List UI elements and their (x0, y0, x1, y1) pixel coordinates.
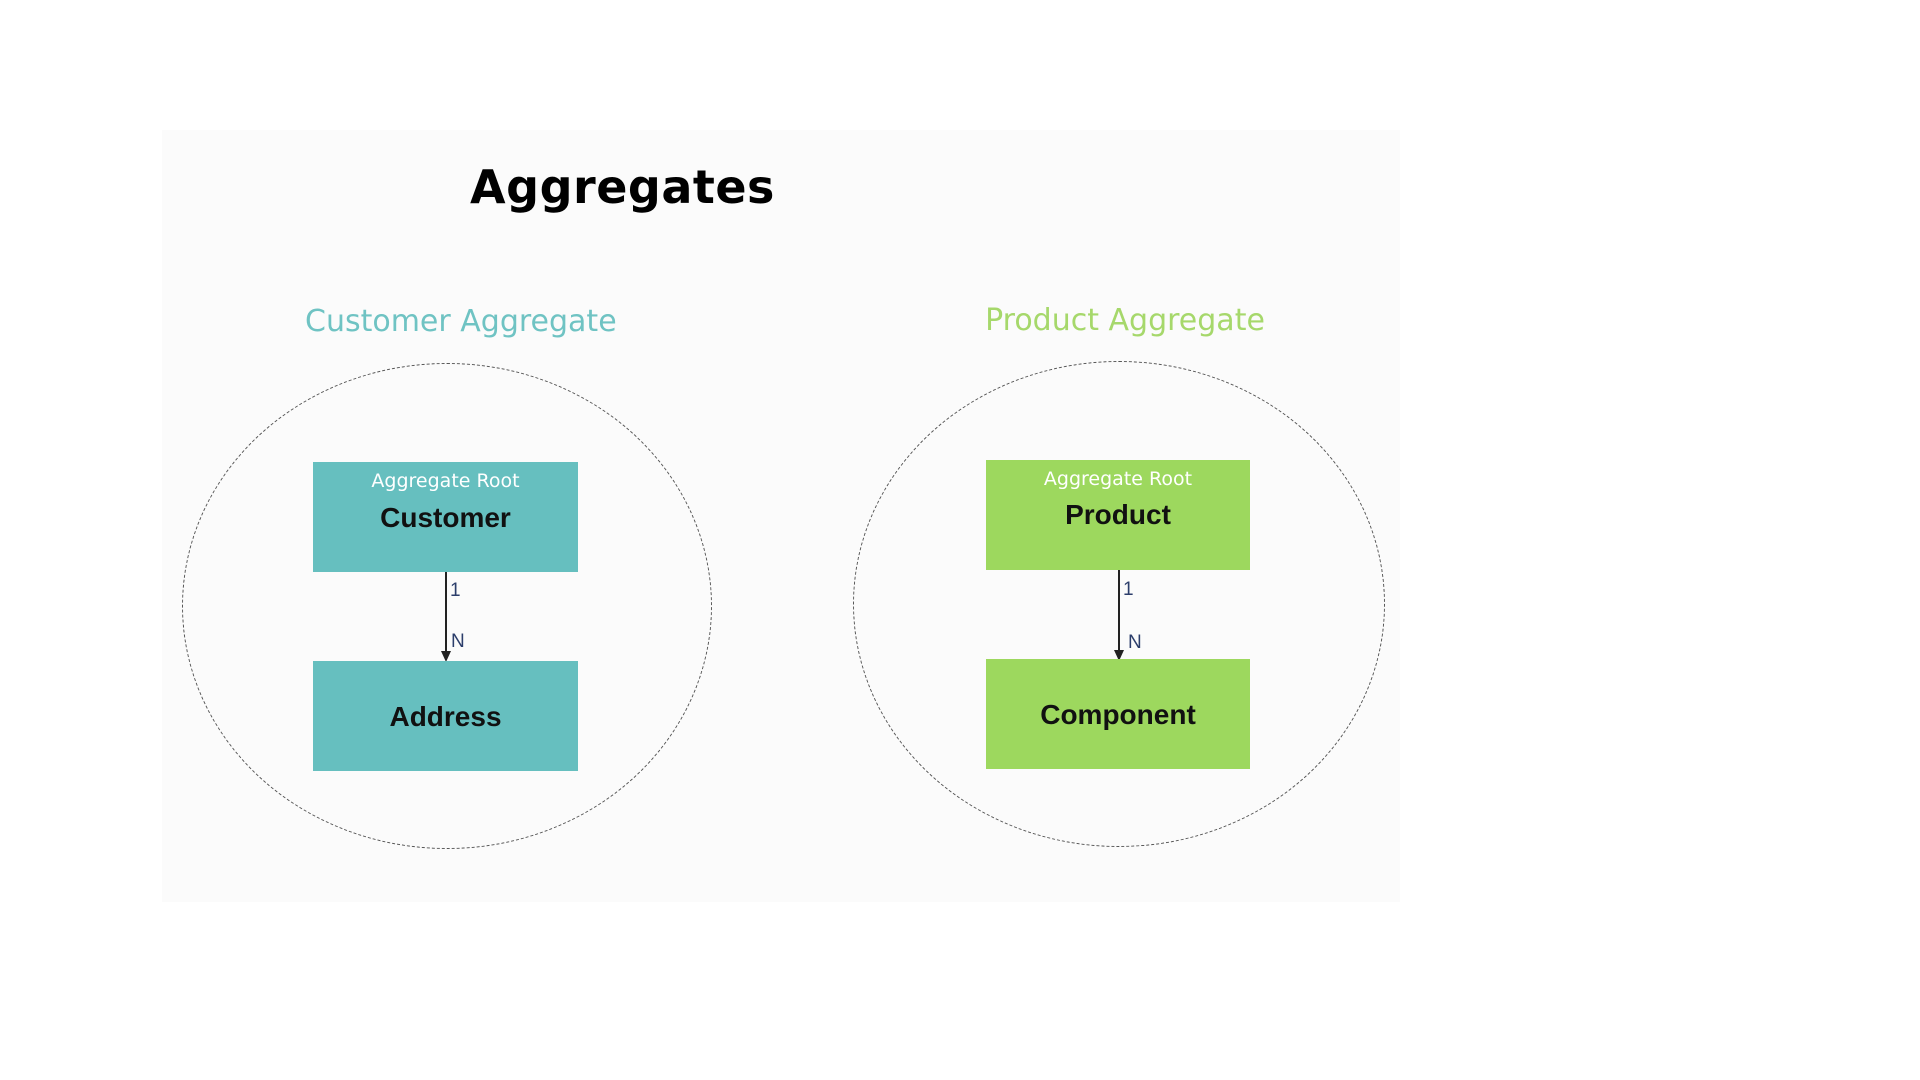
address-entity-box: Address (313, 661, 578, 771)
multiplicity-many: N (1128, 632, 1142, 653)
customer-entity-name: Customer (380, 502, 511, 533)
product-aggregate-label: Product Aggregate (985, 303, 1265, 338)
component-entity-box: Component (986, 659, 1250, 769)
customer-aggregate-boundary (182, 363, 712, 849)
customer-aggregate-label: Customer Aggregate (305, 304, 617, 339)
aggregate-root-tag: Aggregate Root (1043, 468, 1193, 490)
customer-aggregate-root-box: Aggregate Root Customer (313, 462, 578, 572)
address-entity-name: Address (389, 701, 502, 732)
product-aggregate-boundary (853, 361, 1385, 847)
product-component-relation-line (1118, 570, 1120, 659)
relation-arrowhead (441, 651, 451, 662)
multiplicity-many: N (451, 631, 465, 652)
component-entity-name: Component (1040, 699, 1196, 730)
multiplicity-one: 1 (450, 580, 461, 601)
product-entity-name: Product (1065, 499, 1171, 530)
customer-address-relation-line (445, 572, 447, 660)
product-aggregate-root-box: Aggregate Root Product (986, 460, 1250, 570)
aggregate-root-tag: Aggregate Root (371, 470, 520, 492)
relation-arrowhead (1114, 650, 1124, 661)
page-title: Aggregates (470, 160, 775, 214)
multiplicity-one: 1 (1123, 579, 1134, 600)
